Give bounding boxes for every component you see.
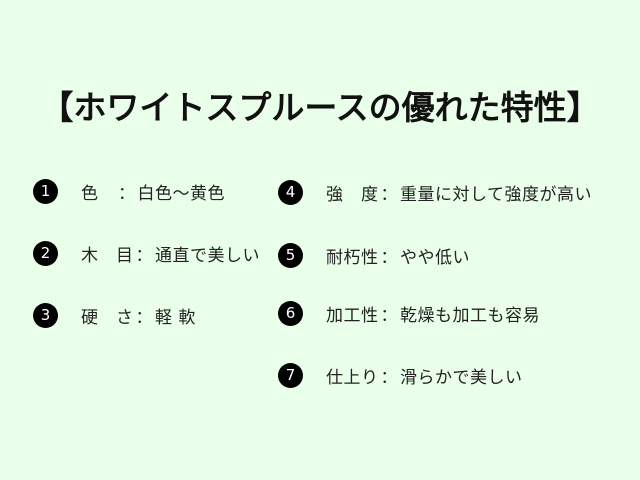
property-item-finish: 7 仕上り：滑らかで美しい [278,360,523,390]
property-text: 硬 さ：軽 軟 [81,303,196,328]
colon: ： [380,184,398,205]
property-value: 軽 軟 [155,307,196,328]
property-text: 仕上り：滑らかで美しい [326,363,523,388]
property-label: 加工性 [326,305,379,326]
property-text: 加工性：乾燥も加工も容易 [326,301,540,326]
property-text: 色 ：白色～黄色 [81,179,225,204]
property-label: 耐朽性 [326,247,379,268]
number-badge-6-icon: 6 [278,300,303,326]
property-item-workability: 6 加工性：乾燥も加工も容易 [278,298,540,328]
colon: ： [380,247,398,268]
property-label: 仕上り [326,367,379,388]
page-title: 【ホワイトスプルースの優れた特性】 [40,88,600,127]
colon: ： [380,367,398,388]
property-item-durability: 5 耐朽性：やや低い [278,240,470,270]
property-value: 乾燥も加工も容易 [400,305,540,326]
number-badge-2-icon: 2 [33,240,58,266]
property-label: 硬 さ [81,307,134,328]
number-badge-5-icon: 5 [278,242,303,268]
property-item-strength: 4 強 度：重量に対して強度が高い [278,177,592,207]
property-item-color: 1 色 ：白色～黄色 [33,176,225,206]
property-value: 滑らかで美しい [400,367,523,388]
property-value: 白色～黄色 [137,183,225,204]
property-text: 強 度：重量に対して強度が高い [326,180,592,205]
number-badge-3-icon: 3 [33,302,58,328]
property-value: やや低い [400,247,470,268]
number-badge-7-icon: 7 [278,362,303,388]
property-label: 色 [81,183,116,204]
property-item-hardness: 3 硬 さ：軽 軟 [33,300,196,330]
colon: ： [135,245,153,266]
colon: ： [118,183,136,204]
property-label: 強 度 [326,184,379,205]
number-badge-1-icon: 1 [33,178,58,204]
property-value: 通直で美しい [155,245,260,266]
number-badge-4-icon: 4 [278,179,303,205]
property-value: 重量に対して強度が高い [400,184,592,205]
property-label: 木 目 [81,245,134,266]
property-text: 耐朽性：やや低い [326,243,470,268]
colon: ： [135,307,153,328]
property-text: 木 目：通直で美しい [81,241,260,266]
colon: ： [380,305,398,326]
property-item-grain: 2 木 目：通直で美しい [33,238,260,268]
